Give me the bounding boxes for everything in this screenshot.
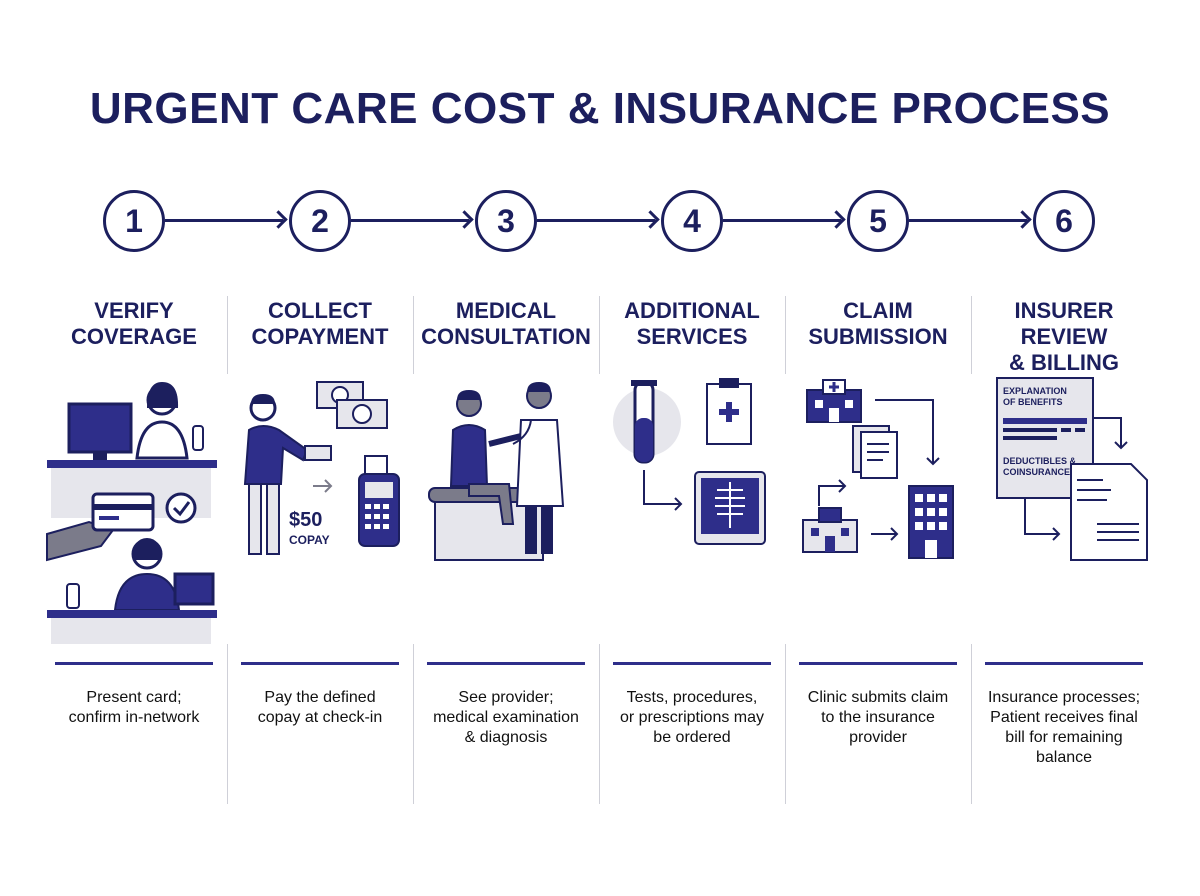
step-description: Clinic submits claim to the insurance pr…: [807, 689, 949, 746]
step-description: See provider; medical examination & diag…: [433, 689, 579, 746]
reception-desk-illustration: [41, 374, 227, 644]
step-column-medical-consultation: MEDICAL CONSULTATION See provider; medic…: [413, 296, 599, 804]
arrow-2-to-3: [351, 219, 469, 222]
step-column-collect-copayment: COLLECT COPAYMENT $50 COPAY P: [227, 296, 413, 804]
step-title: ADDITIONAL SERVICES: [624, 298, 760, 349]
step-column-additional-services: ADDITIONAL SERVICES Tests, procedures, o…: [599, 296, 785, 804]
step-divider-rule: [427, 662, 585, 665]
step-divider-rule: [985, 662, 1143, 665]
step-column-insurer-review-billing: INSURER REVIEW & BILLING EXPLANATION OF …: [971, 296, 1157, 804]
claim-flow-illustration: [785, 374, 971, 644]
deductibles-line1: DEDUCTIBLES &: [1003, 456, 1077, 466]
step-2-circle: 2: [289, 190, 351, 252]
arrow-3-to-4: [537, 219, 655, 222]
step-1-circle: 1: [103, 190, 165, 252]
step-title: VERIFY COVERAGE: [71, 298, 197, 349]
step-6-circle: 6: [1033, 190, 1095, 252]
arrow-4-to-5: [723, 219, 841, 222]
eob-title-line2: OF BENEFITS: [1003, 397, 1063, 407]
page-title: URGENT CARE COST & INSURANCE PROCESS: [89, 84, 1111, 133]
step-5-circle: 5: [847, 190, 909, 252]
arrow-1-to-2: [165, 219, 283, 222]
step-description: Present card; confirm in-network: [68, 689, 200, 726]
step-title: CLAIM SUBMISSION: [808, 298, 948, 349]
step-description: Tests, procedures, or prescriptions may …: [619, 689, 765, 746]
deductibles-line2: COINSURANCE: [1003, 467, 1070, 477]
eob-title-line1: EXPLANATION: [1003, 386, 1067, 396]
step-3-circle: 3: [475, 190, 537, 252]
step-description: Pay the defined copay at check-in: [257, 689, 383, 726]
step-column-verify-coverage: VERIFY COVERAGE: [41, 296, 227, 804]
copay-payment-illustration: $50 COPAY: [227, 374, 413, 644]
step-divider-rule: [55, 662, 213, 665]
tests-xray-illustration: [599, 374, 785, 644]
arrow-5-to-6: [909, 219, 1027, 222]
step-4-circle: 4: [661, 190, 723, 252]
step-timeline: 1 2 3 4 5 6: [0, 190, 1200, 260]
doctor-patient-illustration: [413, 374, 599, 644]
step-description: Insurance processes; Patient receives fi…: [987, 689, 1141, 766]
copay-label: COPAY: [289, 533, 330, 547]
step-divider-rule: [241, 662, 399, 665]
step-title: COLLECT COPAYMENT: [251, 298, 389, 349]
step-divider-rule: [799, 662, 957, 665]
step-title: MEDICAL CONSULTATION: [421, 298, 591, 349]
step-title: INSURER REVIEW & BILLING: [1009, 298, 1119, 375]
step-divider-rule: [613, 662, 771, 665]
step-column-claim-submission: CLAIM SUBMISSION: [785, 296, 971, 804]
eob-document-illustration: EXPLANATION OF BENEFITS DEDUCTIBLES & CO…: [971, 374, 1157, 644]
copay-amount: $50: [289, 509, 322, 531]
